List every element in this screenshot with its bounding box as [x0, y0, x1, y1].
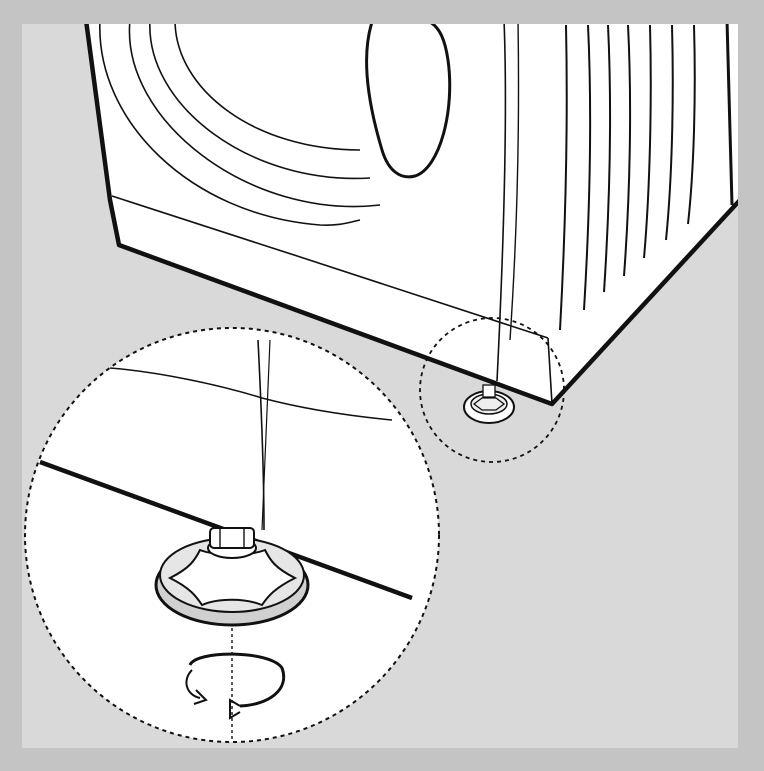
magnified-detail	[25, 328, 439, 742]
